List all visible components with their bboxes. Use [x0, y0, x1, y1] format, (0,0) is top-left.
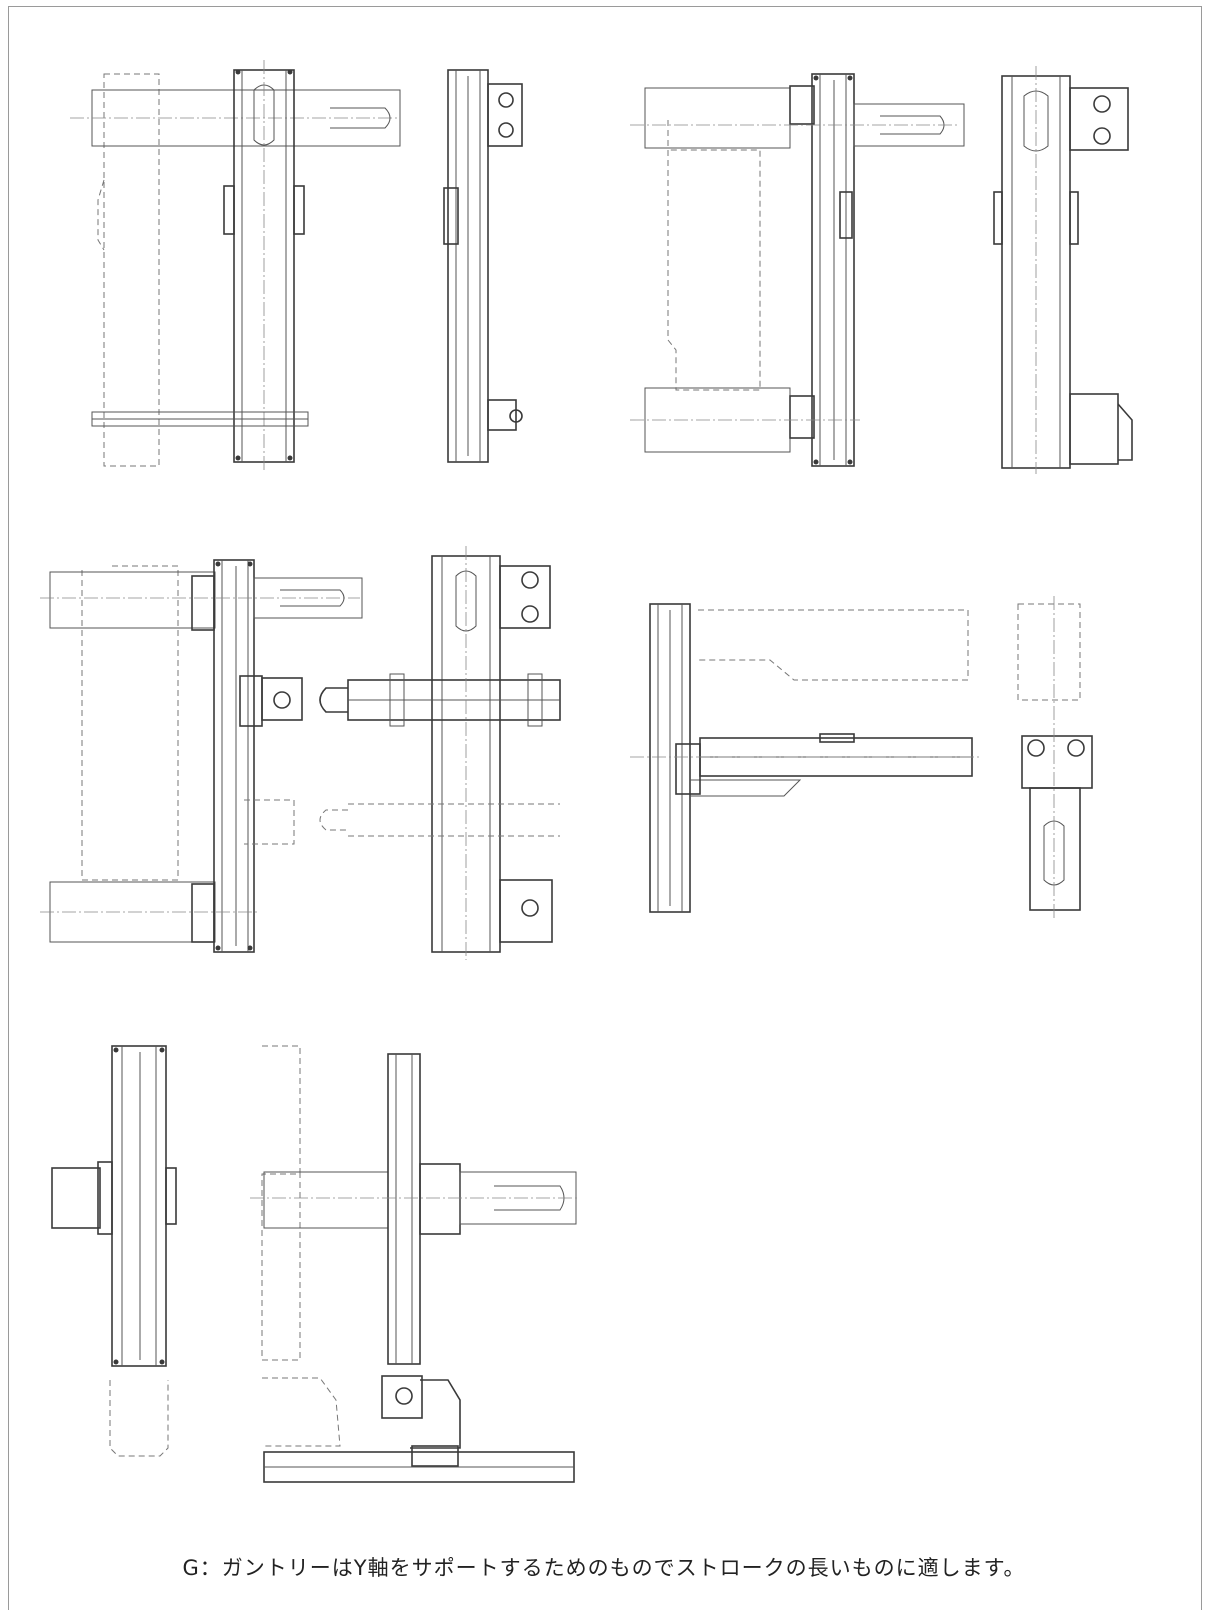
figure-caption: G：ガントリーはY軸をサポートするためのものでストロークの長いものに適します。 [182, 1556, 1026, 1580]
gantry-config-4-side-view [1017, 596, 1093, 920]
gantry-config-3-side-view [319, 546, 561, 960]
gantry-config-1-side-view [443, 69, 523, 463]
gantry-config-4-front-view [630, 603, 980, 913]
gantry-config-1-front-view [70, 60, 401, 470]
gantry-config-2-side-view [993, 66, 1133, 474]
gantry-config-3-front-view [40, 559, 363, 953]
gantry-config-5-front-view [51, 1045, 177, 1457]
page-border [8, 6, 1202, 1610]
gantry-config-2-front-view [630, 73, 965, 467]
gantry-config-5-side-view [250, 1045, 580, 1483]
